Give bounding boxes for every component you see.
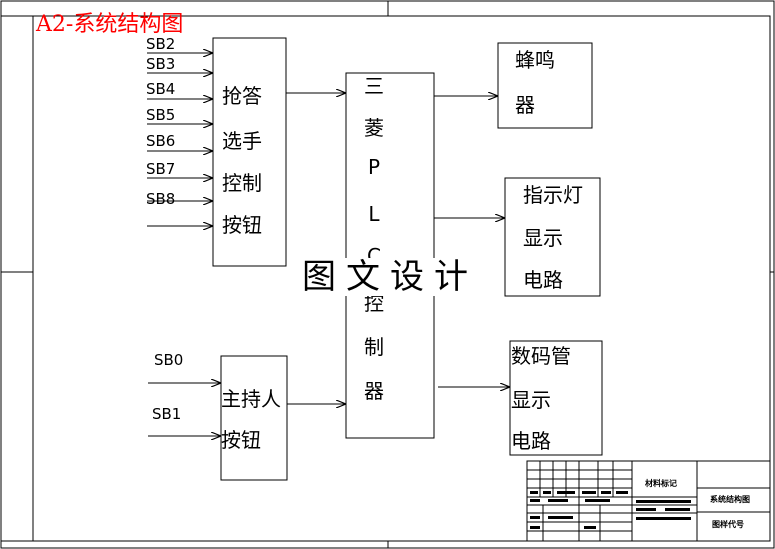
input-label-sb1: SB1 [152,405,182,423]
input-label-sb2: SB2 [146,35,176,53]
contestant-block-line-2: 选手 [222,129,262,153]
digit-tube-line-2: 显示 [511,388,551,412]
input-label-sb5: SB5 [146,106,176,124]
plc-char-2: 菱 [364,116,384,140]
indicator-line-3: 电路 [523,268,563,292]
title-block-material-mark: 材料标记 [645,479,677,488]
host-block-line-2: 按钮 [221,428,261,452]
input-label-sb3: SB3 [146,55,176,73]
digit-tube-block [509,340,603,456]
input-label-sb6: SB6 [146,132,176,150]
plc-char-4: L [368,202,380,226]
buzzer-block [497,42,593,129]
contestant-button-block [212,37,287,267]
contestant-block-line-3: 控制 [222,171,262,195]
host-block-line-1: 主持人 [221,387,281,411]
title-block-fill-marks [530,491,691,529]
buzzer-line-1: 蜂鸣 [515,48,555,72]
input-label-sb0: SB0 [154,351,184,369]
digit-tube-line-1: 数码管 [511,344,571,368]
buzzer-line-2: 器 [515,93,535,117]
title-block-drawing-name: 系统结构图 [710,495,750,504]
plc-block [345,72,435,439]
inner-frame [32,15,771,542]
watermark: 图文设计 [296,258,484,296]
digit-tube-line-3: 电路 [511,429,551,453]
indicator-block [504,177,601,297]
title-block [526,460,771,542]
plc-char-1: 三 [364,74,384,98]
plc-char-6: 控 [364,291,384,315]
indicator-line-1: 指示灯 [523,183,583,207]
plc-char-7: 制 [364,335,384,359]
plc-char-3: P [367,155,381,179]
contestant-block-line-4: 按钮 [222,213,262,237]
plc-char-8: 器 [364,379,384,403]
indicator-line-2: 显示 [523,226,563,250]
input-label-sb4: SB4 [146,80,176,98]
diagram-title: A2-系统结构图 [36,12,184,37]
contestant-block-line-1: 抢答 [222,84,262,108]
input-label-sb8: SB8 [146,190,176,208]
input-label-sb7: SB7 [146,160,176,178]
title-block-drawing-code: 图样代号 [712,520,744,529]
host-button-block [220,355,288,481]
